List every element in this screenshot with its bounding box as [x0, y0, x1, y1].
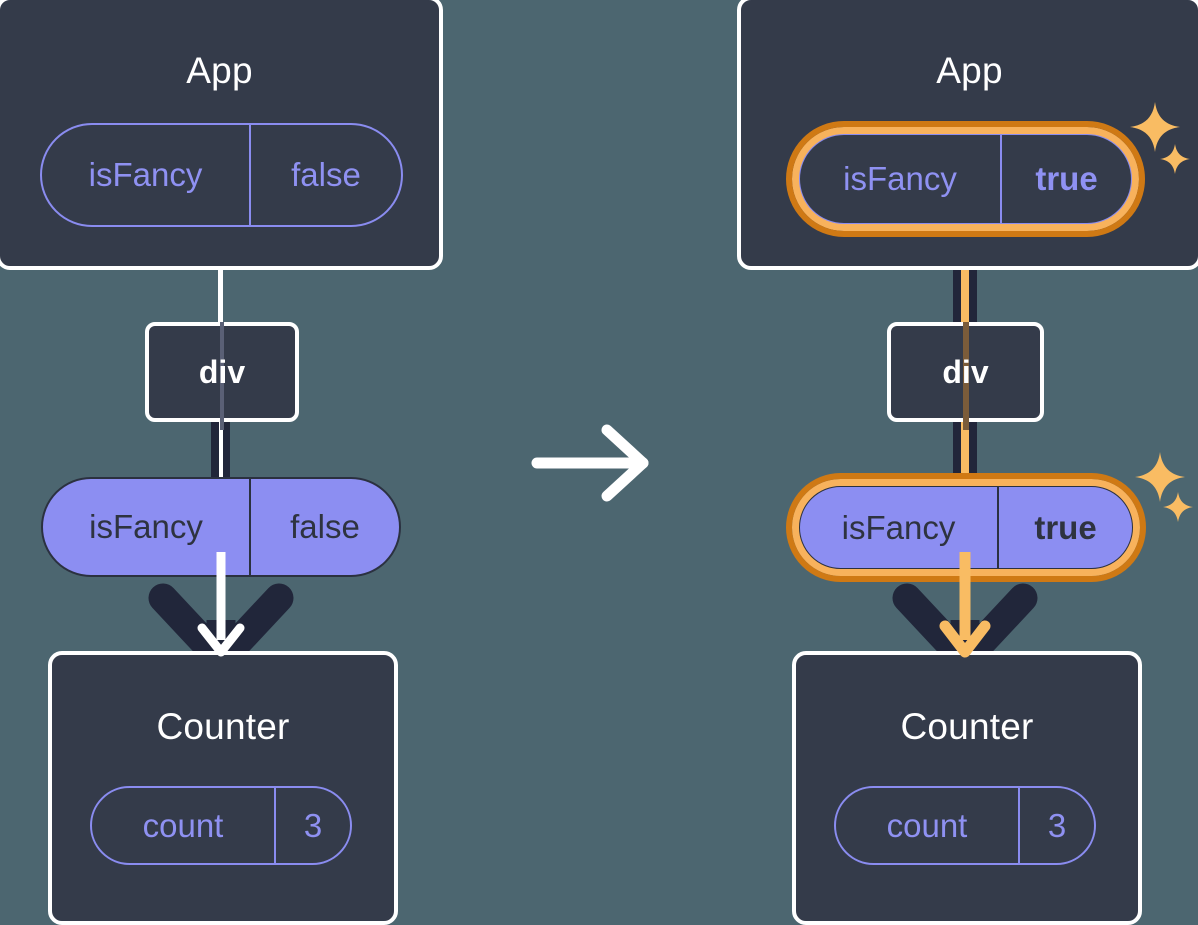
div-box-after: div	[887, 322, 1044, 430]
transition-arrow-icon	[531, 424, 649, 502]
prop-pill-key-before: isFancy	[89, 508, 203, 545]
app-state-key-before: isFancy	[88, 156, 203, 193]
counter-state-value-before: 3	[274, 788, 350, 863]
div-passthrough-line-before	[220, 322, 224, 430]
counter-state-key-before: count	[142, 806, 224, 844]
sparkle-large-top-icon	[1130, 102, 1180, 152]
prop-pill-value-after: true	[997, 487, 1132, 568]
counter-state-value-after: 3	[1018, 788, 1094, 863]
connector-app-to-div-before	[218, 262, 223, 326]
connector-div-to-prop-before	[211, 418, 230, 484]
prop-pill-key-after: isFancy	[841, 508, 956, 546]
counter-panel-title-after: Counter	[900, 706, 1034, 747]
counter-state-pill-before: count 3	[90, 786, 352, 865]
app-state-value-after: true	[1000, 135, 1131, 223]
sparkle-large-bottom-icon	[1135, 452, 1185, 502]
app-panel-title-before: App	[186, 50, 253, 91]
app-state-pill-before: isFancy false	[40, 123, 403, 227]
div-box-label-before: div	[198, 353, 246, 390]
counter-state-pill-after: count 3	[834, 786, 1096, 865]
prop-arrow-white-before	[197, 552, 245, 657]
div-passthrough-line-after	[962, 322, 969, 430]
prop-pill-value-before: false	[249, 479, 399, 575]
app-state-key-after: isFancy	[843, 160, 957, 197]
sparkle-small-top-icon	[1160, 144, 1190, 174]
counter-panel-title-before: Counter	[156, 706, 290, 747]
div-box-label-after: div	[942, 353, 989, 390]
app-panel-title-after: App	[936, 50, 1003, 91]
div-box-before: div	[145, 322, 299, 430]
sparkle-small-bottom-icon	[1163, 492, 1193, 522]
prop-arrow-orange-after	[939, 552, 991, 658]
counter-state-key-after: count	[886, 806, 968, 844]
app-state-pill-after: isFancy true	[798, 133, 1133, 225]
app-state-value-before: false	[249, 125, 401, 225]
